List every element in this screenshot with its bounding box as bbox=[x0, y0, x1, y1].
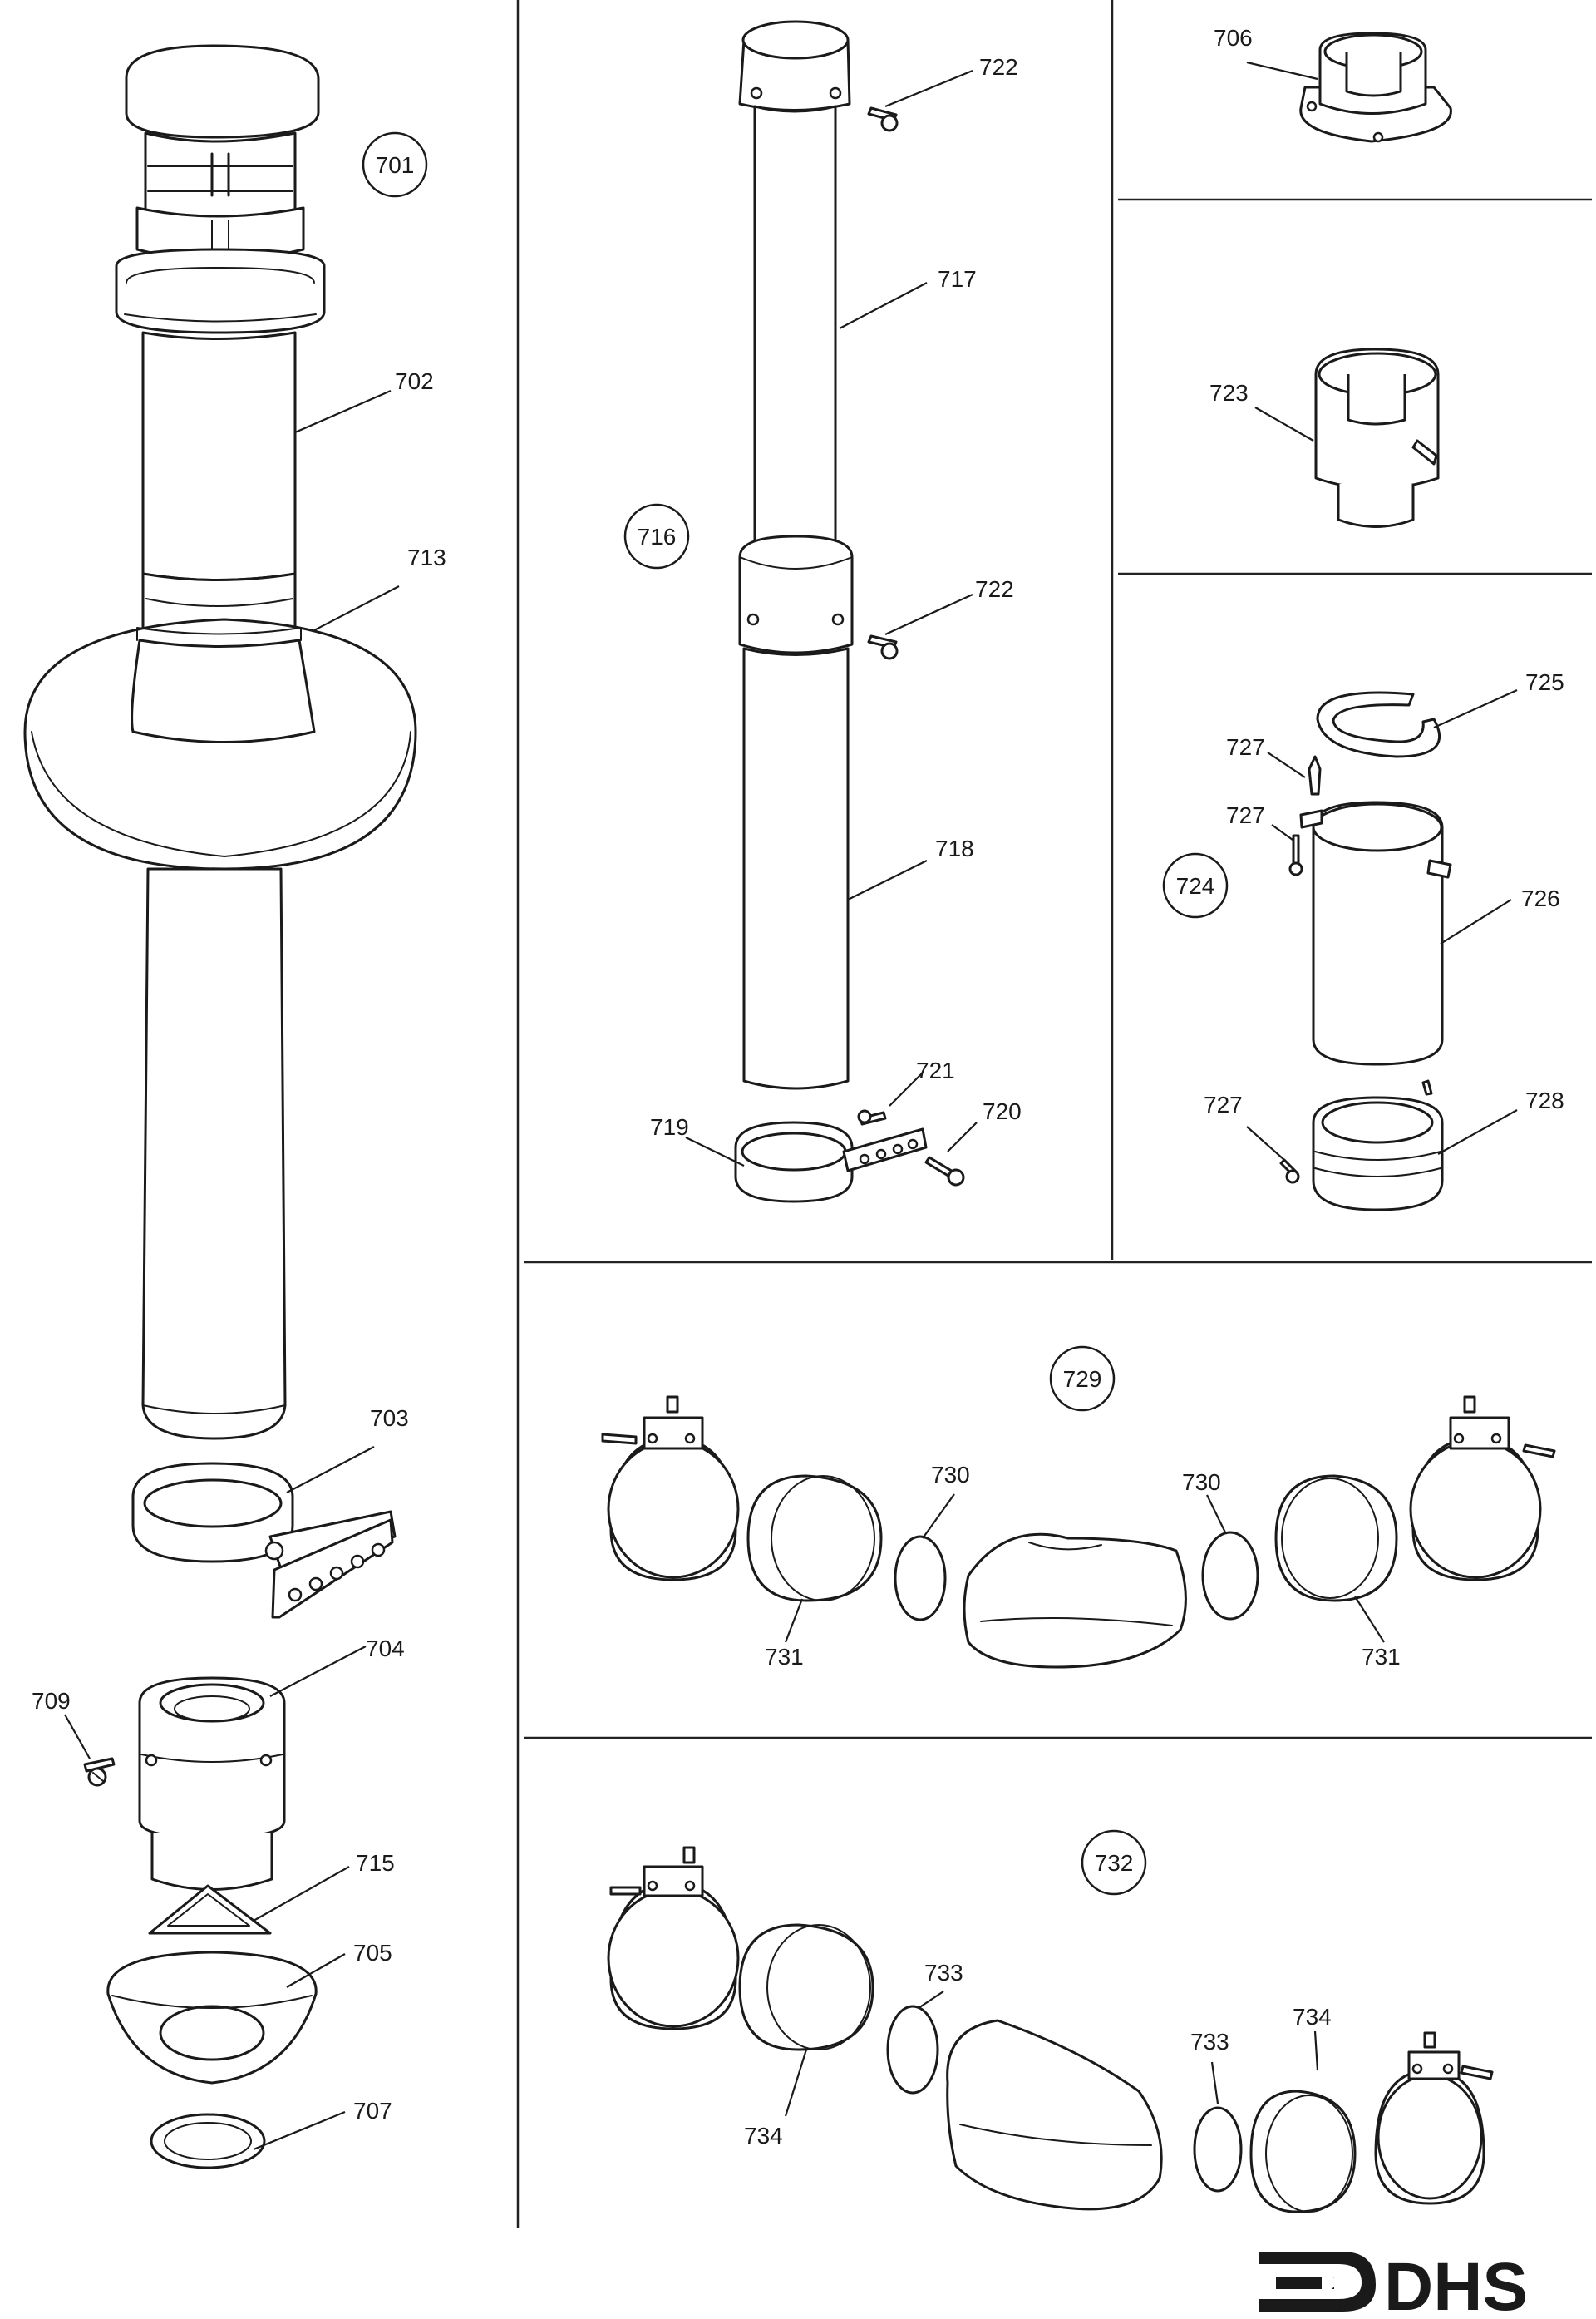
label-718: 718 bbox=[935, 836, 974, 861]
label-703: 703 bbox=[370, 1405, 409, 1431]
label-730-right: 730 bbox=[1182, 1469, 1221, 1495]
assembly-circle-732 bbox=[1081, 1829, 1147, 1896]
label-704: 704 bbox=[366, 1636, 405, 1661]
adaptor-706 bbox=[1299, 32, 1452, 143]
dhs-logo: DHS bbox=[1259, 2249, 1528, 2319]
label-732: 732 bbox=[1095, 1850, 1134, 1876]
label-722-middle: 722 bbox=[975, 576, 1014, 602]
label-730-left: 730 bbox=[931, 1462, 970, 1488]
adaptor-704 bbox=[138, 1676, 286, 1891]
label-702: 702 bbox=[395, 368, 434, 394]
label-721: 721 bbox=[916, 1058, 955, 1083]
label-701: 701 bbox=[376, 152, 415, 178]
label-729: 729 bbox=[1063, 1366, 1102, 1392]
label-716: 716 bbox=[638, 524, 677, 550]
label-706: 706 bbox=[1214, 25, 1253, 51]
label-709: 709 bbox=[32, 1688, 71, 1714]
ring-707 bbox=[150, 2113, 266, 2169]
label-725: 725 bbox=[1525, 669, 1564, 695]
screw-709 bbox=[83, 1757, 116, 1787]
label-727-b: 727 bbox=[1226, 802, 1265, 828]
assembly-circle-724 bbox=[1162, 852, 1229, 919]
label-707: 707 bbox=[353, 2098, 392, 2124]
clamp-pipe-726 bbox=[1299, 801, 1452, 1066]
leader-lines bbox=[64, 61, 1518, 2151]
screws-727 bbox=[1279, 755, 1433, 1184]
label-726: 726 bbox=[1521, 886, 1560, 911]
bend-kit-732 bbox=[607, 1846, 1494, 2213]
adaptor-723 bbox=[1314, 348, 1440, 528]
seal-725 bbox=[1316, 691, 1441, 758]
label-727-a: 727 bbox=[1226, 734, 1265, 760]
support-bracket-703 bbox=[131, 1462, 397, 1619]
label-715: 715 bbox=[356, 1850, 395, 1876]
label-717: 717 bbox=[938, 266, 977, 292]
flue-terminal-701 bbox=[115, 44, 326, 334]
extension-pipe bbox=[141, 867, 287, 1440]
dhs-logo-bar-icon bbox=[1276, 2277, 1334, 2289]
label-719: 719 bbox=[650, 1114, 689, 1140]
extension-pipe-718 bbox=[738, 535, 854, 1090]
label-734-right: 734 bbox=[1293, 2004, 1332, 2030]
flue-pipe-702 bbox=[141, 331, 297, 641]
label-723: 723 bbox=[1209, 380, 1249, 406]
bracket-719 bbox=[734, 1121, 928, 1203]
label-728: 728 bbox=[1525, 1088, 1564, 1113]
label-720: 720 bbox=[983, 1098, 1022, 1124]
assembly-circle-701 bbox=[362, 131, 428, 198]
extension-pipe-717 bbox=[738, 20, 851, 548]
label-734-left: 734 bbox=[744, 2123, 783, 2149]
panel-dividers bbox=[516, 0, 1592, 2228]
label-727-c: 727 bbox=[1204, 1092, 1243, 1118]
dhs-logo-arrow-icon bbox=[1322, 2268, 1340, 2297]
assembly-circle-729 bbox=[1049, 1345, 1116, 1412]
bend-kit-729 bbox=[601, 1395, 1556, 1669]
dhs-logo-mark-icon bbox=[1259, 2252, 1376, 2312]
assembly-circle-716 bbox=[623, 503, 690, 570]
label-731-left: 731 bbox=[765, 1644, 804, 1670]
label-733-right: 733 bbox=[1190, 2029, 1229, 2055]
roof-flashing-713 bbox=[23, 618, 417, 871]
dhs-logo-text: DHS bbox=[1384, 2249, 1528, 2319]
label-731-right: 731 bbox=[1362, 1644, 1401, 1670]
label-713: 713 bbox=[407, 545, 446, 570]
screws-716 bbox=[857, 106, 965, 1187]
label-705: 705 bbox=[353, 1940, 392, 1966]
label-722-top: 722 bbox=[979, 54, 1018, 80]
part-labels: 701 702 713 703 704 709 715 705 707 722 … bbox=[32, 25, 1564, 2149]
cone-705 bbox=[106, 1951, 318, 2085]
label-733-left: 733 bbox=[924, 1960, 963, 1986]
adaptor-728 bbox=[1312, 1096, 1444, 1211]
label-724: 724 bbox=[1176, 873, 1215, 899]
bracket-715 bbox=[148, 1884, 272, 1935]
